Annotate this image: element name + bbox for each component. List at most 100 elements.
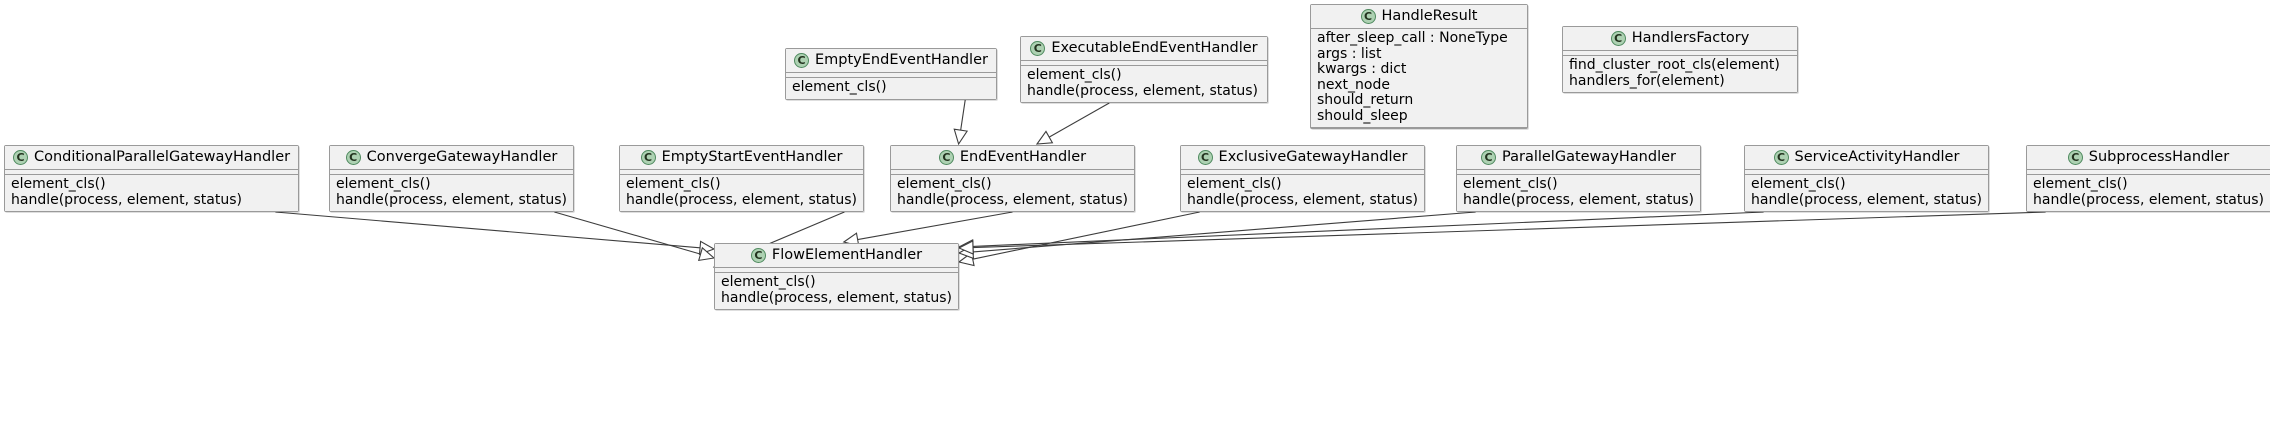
class-header-flow-element-handler: C FlowElementHandler	[715, 244, 958, 268]
operation-row: element_cls()	[721, 274, 816, 290]
class-operations-subprocess-handler: element_cls()handle(process, element, st…	[2027, 175, 2270, 211]
class-name-label: ExclusiveGatewayHandler	[1218, 149, 1408, 165]
class-attributes-executable-end-event-handler	[1021, 61, 1267, 66]
class-attributes-conditional-parallel-gateway-handler	[5, 170, 299, 175]
class-operations-empty-start-event-handler: element_cls()handle(process, element, st…	[620, 175, 863, 211]
relation-line	[857, 211, 1013, 241]
class-name-label: ExecutableEndEventHandler	[1051, 40, 1258, 56]
class-header-executable-end-event-handler: C ExecutableEndEventHandler	[1021, 37, 1267, 61]
operation-row: handle(process, element, status)	[1027, 82, 1258, 99]
class-name-label: ConvergeGatewayHandler	[366, 149, 558, 165]
class-attributes-empty-start-event-handler	[620, 170, 863, 175]
class-stereotype-icon: C	[640, 149, 656, 165]
class-operations-executable-end-event-handler: element_cls()handle(process, element, st…	[1021, 66, 1267, 102]
inheritance-arrowhead	[957, 240, 974, 255]
class-header-subprocess-handler: C SubprocessHandler	[2027, 146, 2270, 170]
inheritance-arrowhead	[957, 244, 975, 260]
attribute-row: should_return	[1317, 92, 1414, 108]
class-operations-exclusive-gateway-handler: element_cls()handle(process, element, st…	[1181, 175, 1424, 211]
class-attributes-end-event-handler	[891, 170, 1134, 175]
operation-row: element_cls()	[897, 176, 992, 192]
class-operations-parallel-gateway-handler: element_cls()handle(process, element, st…	[1457, 175, 1700, 211]
uml-class-empty-start-event-handler[interactable]: C EmptyStartEventHandler element_cls()hand…	[619, 145, 864, 212]
relation-line	[972, 211, 1764, 247]
class-attributes-converge-gateway-handler	[330, 170, 573, 175]
uml-class-exclusive-gateway-handler[interactable]: C ExclusiveGatewayHandler element_cls()han…	[1180, 145, 1425, 212]
class-name-label: HandlersFactory	[1631, 30, 1750, 46]
attribute-row: args : list	[1317, 45, 1382, 62]
class-stereotype-icon: C	[345, 149, 361, 165]
uml-class-handlers-factory[interactable]: C HandlersFactory find_cluster_root_cls(el…	[1562, 26, 1798, 93]
attribute-row: kwargs : dict	[1317, 61, 1407, 77]
class-name-label: FlowElementHandler	[771, 247, 923, 263]
class-operations-flow-element-handler: element_cls()handle(process, element, st…	[715, 273, 958, 309]
class-stereotype-icon: C	[1197, 149, 1213, 165]
class-stereotype-icon: C	[794, 52, 809, 68]
relation-line	[972, 211, 1200, 260]
class-attributes-handlers-factory	[1563, 51, 1797, 56]
class-name-label: ServiceActivityHandler	[1794, 149, 1960, 165]
class-header-converge-gateway-handler: C ConvergeGatewayHandler	[330, 146, 573, 170]
operation-row: element_cls()	[2033, 176, 2128, 192]
class-operations-conditional-parallel-gateway-handler: element_cls()handle(process, element, st…	[5, 175, 299, 211]
operation-row: element_cls()	[1751, 176, 1846, 192]
inheritance-arrowhead	[698, 240, 716, 256]
relation-line	[554, 211, 701, 255]
class-stereotype-icon: C	[1481, 149, 1496, 165]
operation-row: element_cls()	[792, 79, 887, 95]
operation-row: handle(process, element, status)	[1751, 191, 1982, 208]
class-stereotype-icon: C	[13, 149, 28, 165]
operation-row: handle(process, element, status)	[1187, 191, 1418, 208]
operation-row: element_cls()	[1187, 176, 1282, 192]
uml-class-executable-end-event-handler[interactable]: C ExecutableEndEventHandler element_cls()h…	[1020, 36, 1268, 103]
class-stereotype-icon: C	[1360, 8, 1376, 24]
attribute-row: next_node	[1317, 76, 1390, 93]
operation-row: handle(process, element, status)	[2033, 191, 2264, 208]
class-stereotype-icon: C	[1030, 40, 1046, 56]
class-operations-end-event-handler: element_cls()handle(process, element, st…	[891, 175, 1134, 211]
relation-line	[1048, 102, 1110, 138]
inheritance-arrowhead	[957, 239, 974, 254]
class-stereotype-icon: C	[2067, 149, 2083, 165]
class-attributes-empty-end-event-handler	[786, 73, 996, 78]
operation-row: handlers_for(element)	[1569, 72, 1725, 89]
operation-row: handle(process, element, status)	[11, 191, 242, 208]
class-stereotype-icon: C	[750, 247, 766, 263]
class-name-label: SubprocessHandler	[2088, 149, 2230, 165]
class-header-exclusive-gateway-handler: C ExclusiveGatewayHandler	[1181, 146, 1424, 170]
operation-row: element_cls()	[336, 176, 431, 192]
class-stereotype-icon: C	[1610, 30, 1626, 46]
operation-row: handle(process, element, status)	[721, 289, 952, 306]
relation-line	[972, 211, 2046, 249]
operation-row: find_cluster_root_cls(element)	[1569, 57, 1780, 73]
class-header-handlers-factory: C HandlersFactory	[1563, 27, 1797, 51]
class-name-label: EmptyStartEventHandler	[661, 149, 843, 165]
operation-row: handle(process, element, status)	[1463, 191, 1694, 208]
class-attributes-exclusive-gateway-handler	[1181, 170, 1424, 175]
class-stereotype-icon: C	[938, 149, 954, 165]
relation-line	[972, 211, 1476, 253]
inheritance-arrowhead	[957, 251, 975, 267]
inheritance-arrowhead	[1035, 130, 1054, 145]
uml-class-subprocess-handler[interactable]: C SubprocessHandler element_cls()handle(pr…	[2026, 145, 2270, 212]
class-operations-service-activity-handler: element_cls()handle(process, element, st…	[1745, 175, 1988, 211]
uml-class-flow-element-handler[interactable]: C FlowElementHandler element_cls()handle(p…	[714, 243, 959, 310]
operation-row: element_cls()	[1463, 176, 1558, 192]
operation-row: handle(process, element, status)	[897, 191, 1128, 208]
class-operations-handlers-factory: find_cluster_root_cls(element)handlers_f…	[1563, 56, 1797, 92]
inheritance-arrowhead	[953, 128, 969, 146]
